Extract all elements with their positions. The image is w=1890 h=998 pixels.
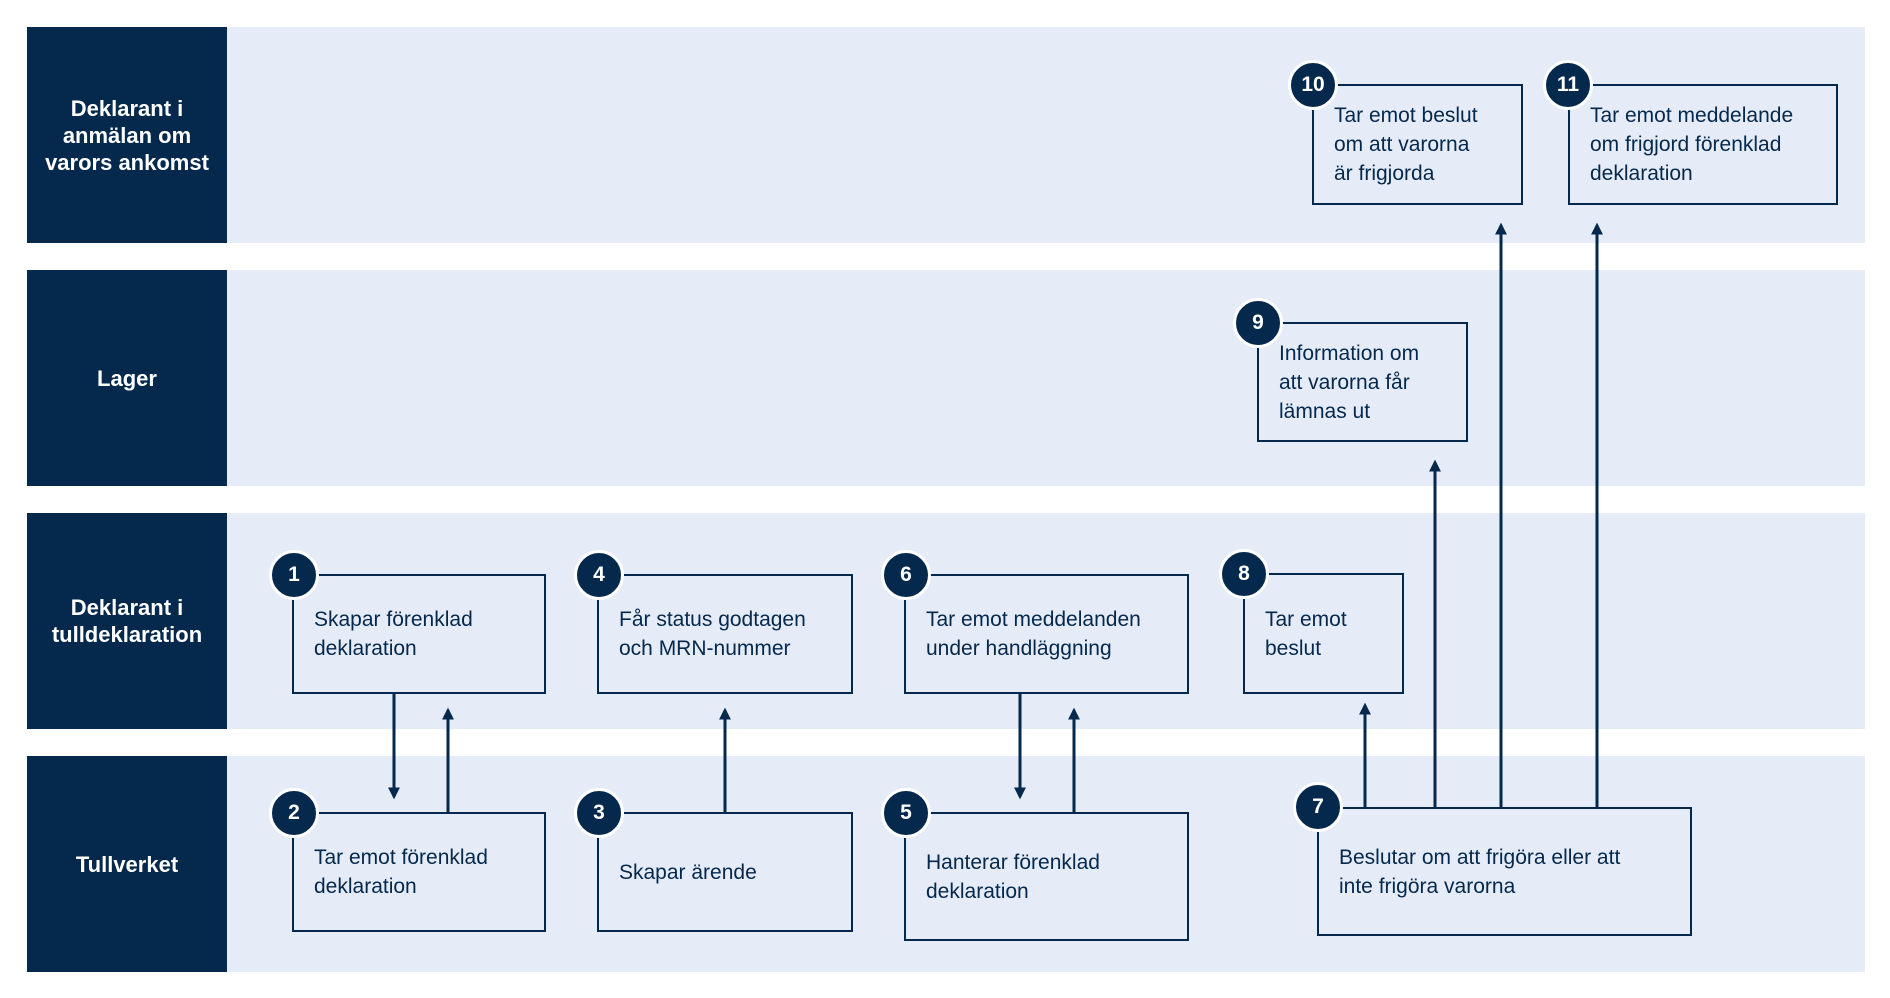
step-2-box: Tar emot förenklad deklaration: [292, 812, 546, 932]
step-7-badge: 7: [1293, 782, 1343, 832]
step-3-box: Skapar ärende: [597, 812, 853, 932]
step-10-box: Tar emot beslut om att varorna är frigjo…: [1312, 84, 1523, 205]
step-6-box: Tar emot meddelanden under handläggning: [904, 574, 1189, 694]
step-text: Tar emot beslut om att varorna är frigjo…: [1334, 104, 1478, 185]
step-4-box: Får status godtagen och MRN-nummer: [597, 574, 853, 694]
step-text: Beslutar om att frigöra eller att inte f…: [1339, 845, 1621, 898]
step-text: Får status godtagen och MRN-nummer: [619, 608, 806, 660]
lane-label-text: Tullverket: [75, 851, 179, 877]
step-text: Skapar ärende: [619, 860, 757, 884]
step-text: Hanterar förenklad deklaration: [926, 850, 1100, 903]
step-6-badge: 6: [881, 550, 931, 600]
step-3-badge: 3: [574, 788, 624, 838]
step-1-badge: 1: [269, 550, 319, 600]
step-11-box: Tar emot meddelande om frigjord förenkla…: [1568, 84, 1838, 205]
lane-label-customs: Tullverket: [27, 756, 227, 972]
step-text: Tar emot meddelanden under handläggning: [926, 608, 1141, 660]
step-8-box: Tar emot beslut: [1243, 573, 1404, 694]
step-2-badge: 2: [269, 788, 319, 838]
lane-label-text: Deklarant i anmälan om varors ankomst: [45, 95, 209, 175]
step-text: Tar emot förenklad deklaration: [314, 846, 488, 898]
lane-label-warehouse: Lager: [27, 270, 227, 486]
step-1-box: Skapar förenklad deklaration: [292, 574, 546, 694]
step-text: Tar emot meddelande om frigjord förenkla…: [1590, 104, 1794, 185]
step-10-badge: 10: [1288, 60, 1338, 110]
lane-label-text: Deklarant i tulldeklaration: [51, 595, 203, 647]
step-text: Information om att varorna får lämnas ut: [1279, 341, 1420, 423]
lane-label-customs-declarant: Deklarant i tulldeklaration: [27, 513, 227, 729]
step-4-badge: 4: [574, 550, 624, 600]
step-11-badge: 11: [1543, 60, 1593, 110]
lane-label-arrival-declarant: Deklarant i anmälan om varors ankomst: [27, 27, 227, 243]
step-9-box: Information om att varorna får lämnas ut: [1257, 322, 1468, 442]
lane-bg-warehouse: [27, 270, 1865, 486]
step-5-badge: 5: [881, 788, 931, 838]
step-text: Tar emot beslut: [1265, 607, 1347, 660]
step-9-badge: 9: [1233, 298, 1283, 348]
step-5-box: Hanterar förenklad deklaration: [904, 812, 1189, 941]
lane-label-text: Lager: [97, 365, 157, 391]
step-text: Skapar förenklad deklaration: [314, 608, 473, 660]
step-7-box: Beslutar om att frigöra eller att inte f…: [1317, 807, 1692, 936]
step-8-badge: 8: [1219, 549, 1269, 599]
